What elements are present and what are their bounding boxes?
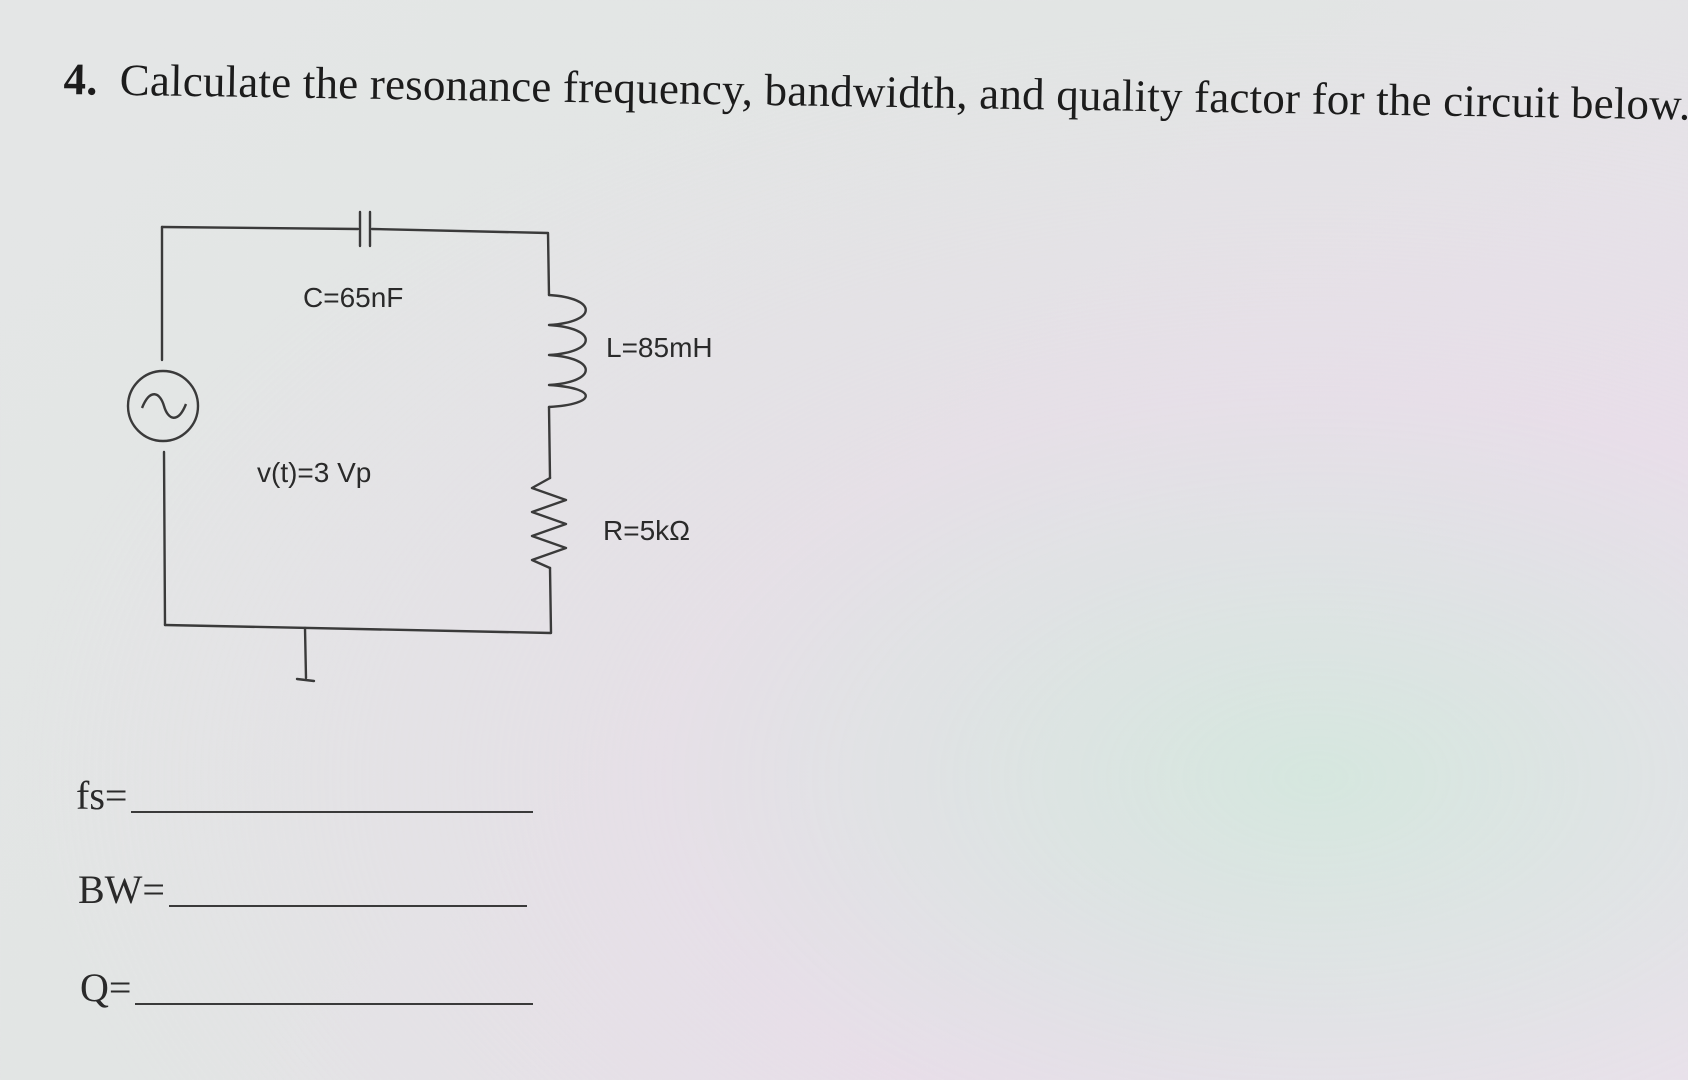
wire-left-bottom	[162, 450, 167, 627]
wire-top-left	[160, 225, 360, 231]
answer-fs: fs=	[76, 772, 534, 819]
wire-mid-right	[547, 405, 552, 480]
wire-bottom-right	[163, 566, 553, 635]
q-label: Q=	[80, 965, 132, 1010]
q-answer-blank[interactable]	[135, 1003, 534, 1005]
capacitor-label: C=65nF	[303, 282, 403, 313]
bw-label: BW=	[78, 867, 165, 912]
wire-top-right	[370, 227, 551, 297]
fs-label: fs=	[76, 773, 128, 818]
inductor-coil	[547, 293, 587, 409]
answer-bw: BW=	[78, 866, 527, 913]
sine-wave-icon	[140, 393, 188, 419]
ground-wire	[303, 626, 308, 680]
fs-answer-blank[interactable]	[131, 811, 534, 813]
resistor-label: R=5kΩ	[603, 515, 690, 546]
bw-answer-blank[interactable]	[169, 905, 527, 907]
ac-source	[126, 369, 200, 443]
source-label: v(t)=3 Vp	[257, 457, 371, 488]
inductor-label: L=85mH	[606, 332, 713, 363]
resistor-zigzag	[530, 476, 568, 570]
answer-q: Q=	[80, 964, 534, 1011]
ac-source-circle	[126, 369, 200, 443]
ground-bar	[295, 677, 316, 683]
